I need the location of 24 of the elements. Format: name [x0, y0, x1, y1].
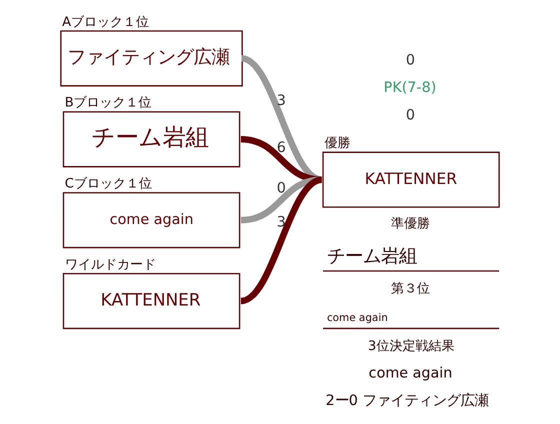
- node-box: チーム岩組: [62, 111, 240, 168]
- node-label: Bブロック１位: [64, 96, 152, 111]
- label: come again: [368, 366, 452, 382]
- node-label: Cブロック１位: [64, 176, 152, 192]
- label: 2ー0 ファイティング広瀬: [326, 393, 488, 410]
- label: 第３位: [390, 282, 430, 297]
- node-label: 優勝: [324, 136, 350, 152]
- edge-label: 6: [276, 140, 286, 156]
- label: 3位決定戦結果: [368, 338, 454, 354]
- label: PK(7-8): [384, 80, 436, 96]
- node-label: Aブロック１位: [62, 14, 150, 30]
- node-box: KATTENNER: [62, 272, 240, 330]
- label: 0: [406, 107, 415, 124]
- label: 0: [406, 52, 415, 69]
- node-box: come again: [62, 192, 240, 248]
- label: come again: [326, 312, 388, 324]
- edge-label: 3: [276, 93, 286, 110]
- node-label: ワイルドカード: [64, 257, 156, 272]
- node-box: ファイティング広瀬: [60, 30, 243, 86]
- edge-label: 0: [276, 180, 286, 196]
- node-box: KATTENNER: [322, 152, 500, 208]
- label: 準優勝: [390, 216, 430, 232]
- label: チーム岩組: [326, 246, 417, 268]
- edge-label: 3: [276, 214, 286, 230]
